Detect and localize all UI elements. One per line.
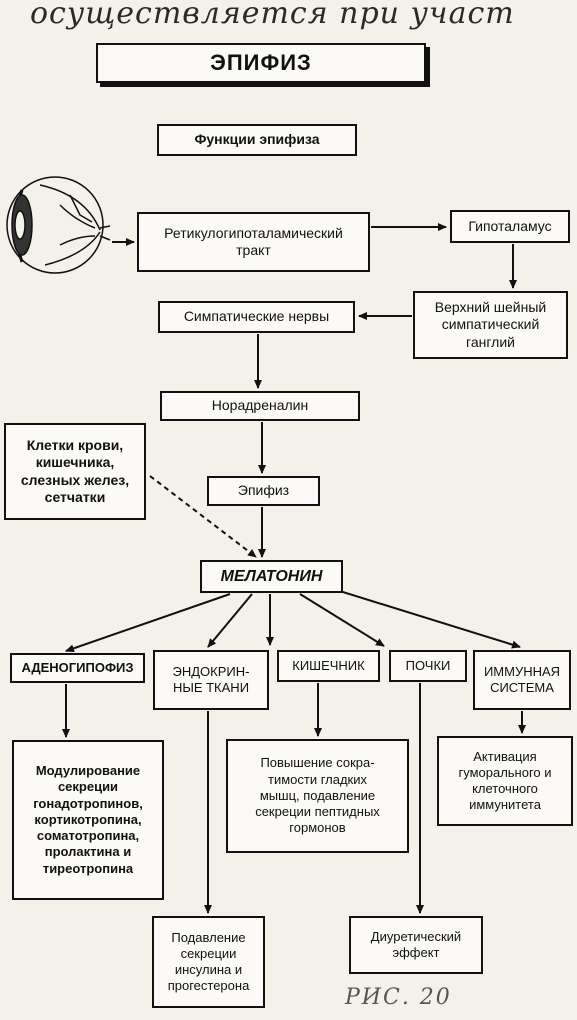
handwritten-note: осуществляется при участ: [30, 0, 515, 31]
node-cells: Клетки крови, кишечника, слезных желез, …: [4, 423, 146, 520]
effect-kidneys: Диуретический эффект: [349, 916, 483, 974]
target-endocrine: ЭНДОКРИН- НЫЕ ТКАНИ: [153, 650, 269, 710]
target-adenohypophysis: АДЕНОГИПОФИЗ: [10, 653, 145, 683]
node-ganglion: Верхний шейный симпатический ганглий: [413, 291, 568, 359]
node-noradrenaline: Норадреналин: [160, 391, 360, 421]
figure-label: РИС. 20: [345, 985, 452, 1010]
page-title: ЭПИФИЗ: [96, 43, 426, 83]
effect-intestine: Повышение сокра- тимости гладких мышц, п…: [226, 739, 409, 853]
eye-icon: [6, 176, 111, 274]
effect-adenohypophysis: Модулирование секреции гонадотропинов, к…: [12, 740, 164, 900]
target-kidneys: ПОЧКИ: [389, 650, 467, 682]
node-sympathetic-nerves: Симпатические нервы: [158, 301, 355, 333]
node-hypothalamus: Гипоталамус: [450, 210, 570, 243]
functions-heading: Функции эпифиза: [157, 124, 357, 156]
node-epiphysis: Эпифиз: [207, 476, 320, 506]
node-melatonin: МЕЛАТОНИН: [200, 560, 343, 593]
target-immune: ИММУННАЯ СИСТЕМА: [473, 650, 571, 710]
effect-endocrine: Подавление секреции инсулина и прогестер…: [152, 916, 265, 1008]
node-tract: Ретикулогипоталамический тракт: [137, 212, 370, 272]
target-intestine: КИШЕЧНИК: [277, 650, 380, 682]
effect-immune: Активация гуморального и клеточного имму…: [437, 736, 573, 826]
